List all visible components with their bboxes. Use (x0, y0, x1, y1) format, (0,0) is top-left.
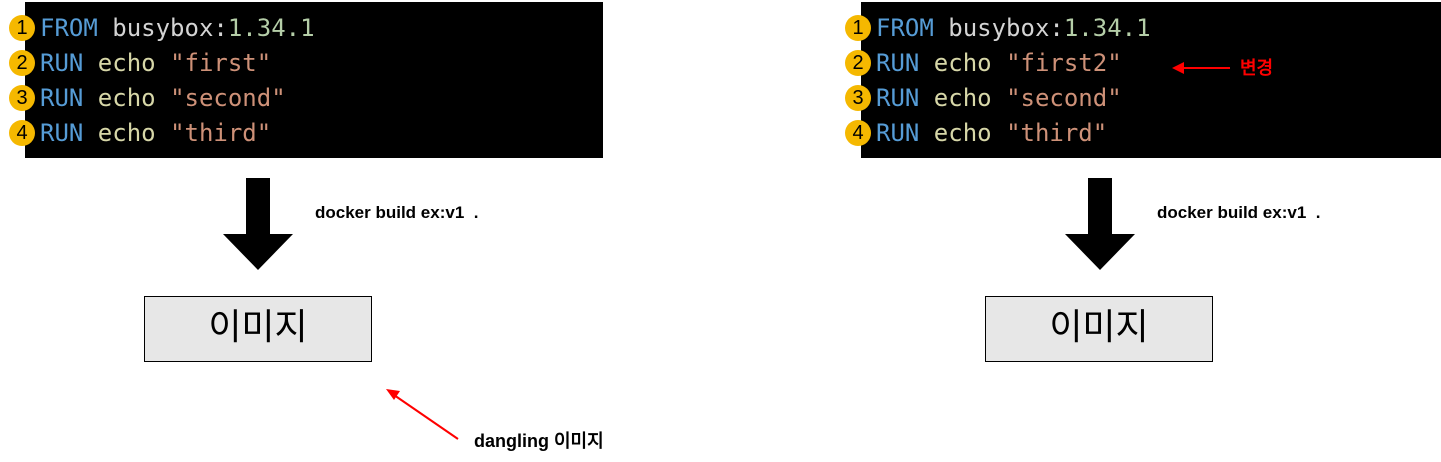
build-command-label: docker build ex:v1 . (1157, 203, 1321, 222)
code-line-3: RUN echo "second" (40, 84, 286, 112)
code-line-4: RUN echo "third" (40, 119, 272, 147)
red-pointer-arrow-icon (386, 389, 459, 440)
code-line-1: FROM busybox:1.34.1 (876, 14, 1151, 42)
code-line-2: RUN echo "first" (40, 49, 272, 77)
step-number-badge: 3 (845, 85, 871, 111)
changed-label: 변경 (1240, 58, 1274, 78)
code-line-3: RUN echo "second" (876, 84, 1122, 112)
dockerfile-code-block-original: FROM busybox:1.34.1 RUN echo "first" RUN… (25, 2, 603, 158)
down-arrow-icon (1065, 178, 1135, 270)
dangling-image-label: dangling 이미지 (474, 431, 604, 451)
step-number-badge: 4 (845, 120, 871, 146)
image-box-dangling: 이미지 (144, 296, 372, 362)
step-number-badge: 4 (9, 120, 35, 146)
down-arrow-icon (223, 178, 293, 270)
build-command-label: docker build ex:v1 . (315, 203, 479, 222)
code-line-1: FROM busybox:1.34.1 (40, 14, 315, 42)
step-number-badge: 2 (9, 50, 35, 76)
step-number-badge: 3 (9, 85, 35, 111)
code-line-4: RUN echo "third" (876, 119, 1108, 147)
code-line-2: RUN echo "first2" (876, 49, 1122, 77)
red-left-arrow-icon (1172, 62, 1230, 74)
dockerfile-code-block-modified: FROM busybox:1.34.1 RUN echo "first2" RU… (861, 2, 1441, 158)
step-number-badge: 2 (845, 50, 871, 76)
step-number-badge: 1 (845, 15, 871, 41)
image-box-new: 이미지 (985, 296, 1213, 362)
step-number-badge: 1 (9, 15, 35, 41)
